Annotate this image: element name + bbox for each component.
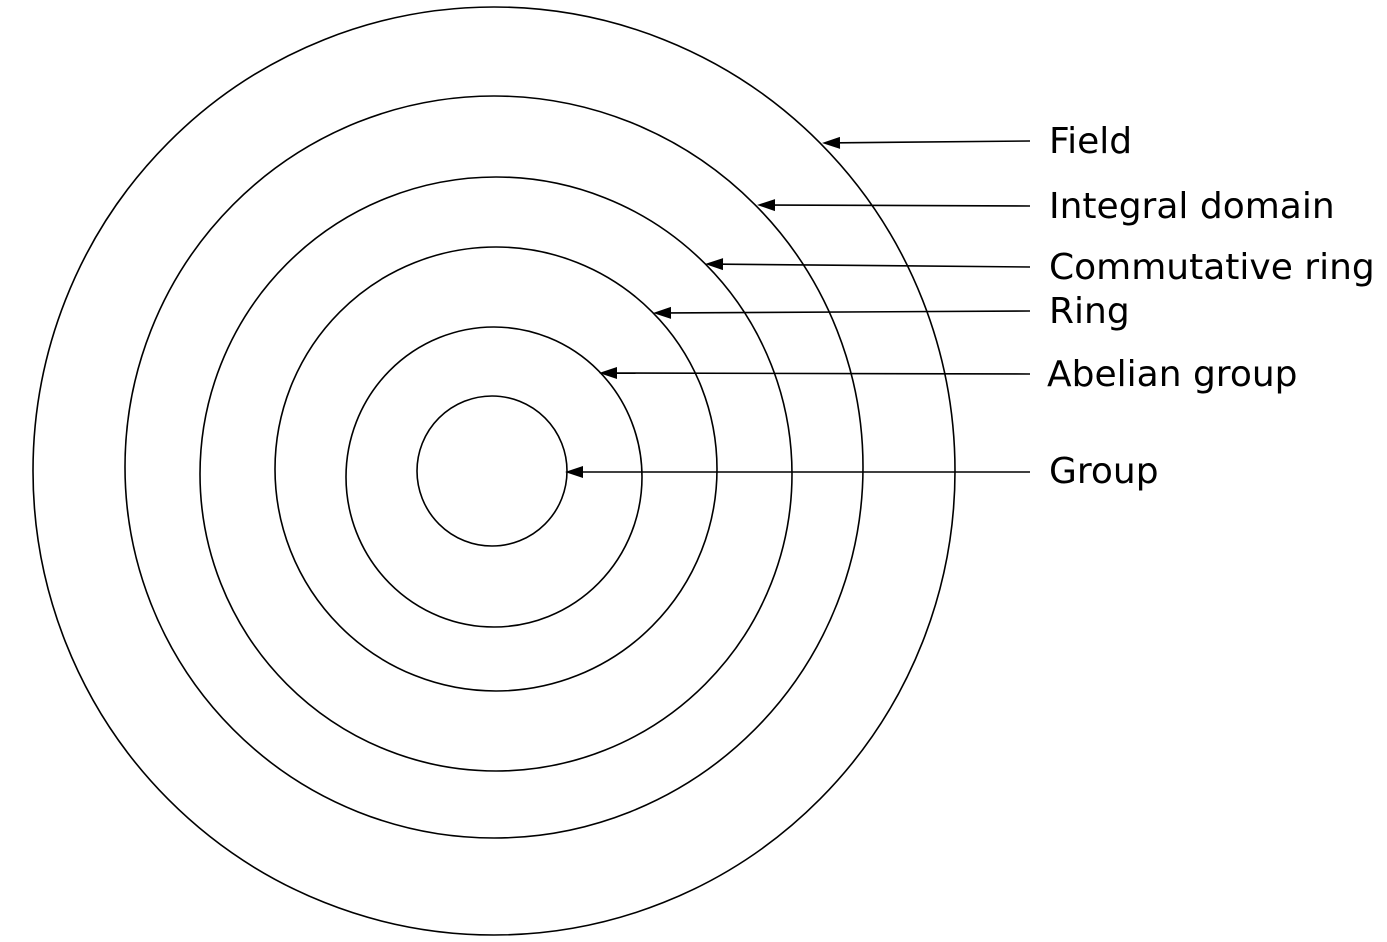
group-arrow-head [565,466,583,478]
ring-label: Ring [1049,291,1130,332]
field-label: Field [1049,121,1132,162]
commutative-ring-arrow-line [722,263,1031,268]
integral-domain-arrow-head [757,199,776,212]
abelian-group-label: Abelian group [1047,354,1298,395]
abelian-group-circle [345,326,643,628]
group-circle [416,395,568,547]
field-circle [32,6,956,936]
commutative-ring-label: Commutative ring [1049,247,1375,288]
field-arrow-head [822,136,841,149]
commutative-ring-circle [199,176,793,772]
group-label: Group [1049,451,1159,492]
integral-domain-arrow-line [774,204,1031,207]
circles-layer [32,6,956,936]
abelian-group-arrow-line [616,372,1031,375]
commutative-ring-arrow-head [705,258,724,271]
arrows-layer [565,136,1031,478]
integral-domain-circle [124,95,864,839]
integral-domain-label: Integral domain [1049,186,1335,227]
abelian-group-arrow-head [599,367,618,380]
ring-arrow-line [670,310,1031,314]
field-arrow-line [839,140,1031,144]
ring-circle [274,246,718,692]
ring-arrow-head [653,306,672,319]
